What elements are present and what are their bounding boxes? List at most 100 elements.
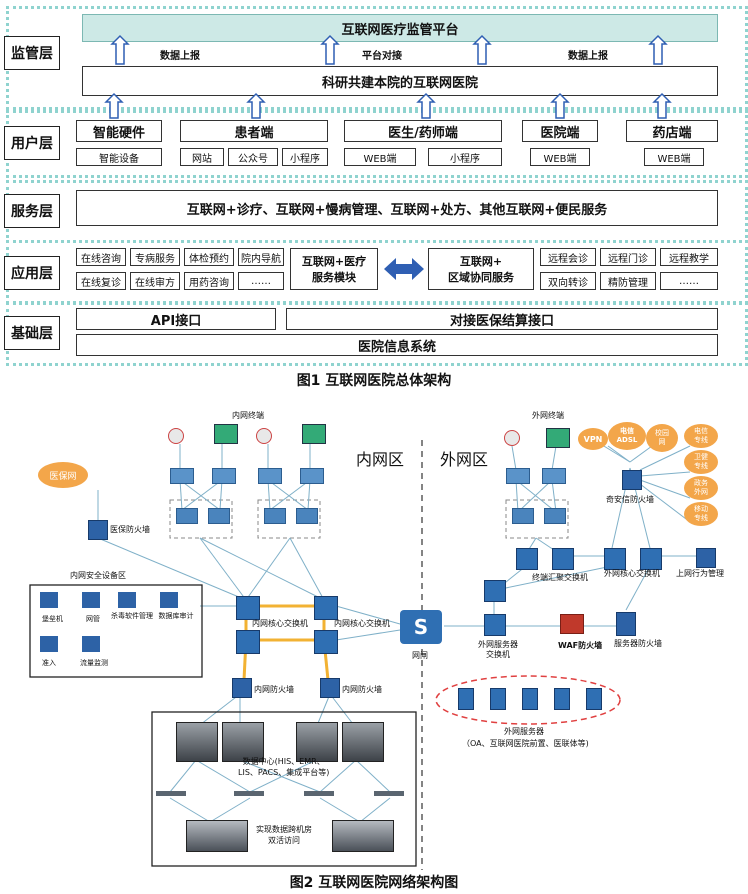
server-rack-icon (222, 722, 264, 762)
agg-switch-icon (296, 508, 318, 524)
user-item: WEB端 (644, 148, 704, 166)
double-arrow-icon (384, 258, 424, 280)
user-item: 公众号 (228, 148, 278, 166)
agg-switch-icon (264, 508, 286, 524)
app-item: 在线复诊 (76, 272, 126, 290)
cloud-health-line: 卫健 专线 (684, 450, 718, 474)
service-box: 互联网+诊疗、互联网+慢病管理、互联网+处方、其他互联网+便民服务 (76, 190, 718, 226)
app-item: …… (238, 272, 284, 290)
server-icon (458, 688, 474, 710)
hospital-box: 科研共建本院的互联网医院 (82, 66, 718, 96)
core-switch-icon (314, 630, 338, 654)
base-his: 医院信息系统 (76, 334, 718, 356)
app-item: 精防管理 (600, 272, 656, 290)
switch-icon (484, 580, 506, 602)
wifi-ap-icon (504, 430, 520, 446)
behavior-mgmt-icon (696, 548, 716, 568)
firewall-icon (622, 470, 642, 490)
server-icon (554, 688, 570, 710)
storage-note: 实现数据跨机房 双活访问 (256, 825, 312, 845)
up-arrows (104, 34, 672, 119)
firewall-icon (88, 520, 108, 540)
app-module-medical: 互联网+医疗 服务模块 (290, 248, 378, 290)
qax-firewall-label: 奇安信防火墙 (606, 495, 654, 504)
traffic-monitor-icon (82, 636, 100, 652)
cloud-gov-net: 政务 外网 (684, 476, 718, 500)
server-icon (522, 688, 538, 710)
outer-server-switch-label: 外网服务器 交换机 (478, 640, 518, 659)
user-item: WEB端 (530, 148, 590, 166)
arrow-label-report-2: 数据上报 (568, 51, 608, 62)
access-switch-icon (506, 468, 530, 484)
app-module-regional: 互联网+ 区域协同服务 (428, 248, 534, 290)
san-switch-icon (156, 791, 186, 796)
agg-switch-icon (544, 508, 566, 524)
core-switch-icon (236, 596, 260, 620)
security-device-label: 流量监测 (80, 659, 108, 667)
gap-device-label: 网闸 (412, 651, 428, 660)
fig2-caption: 图2 互联网医院网络架构图 (289, 875, 459, 891)
pc-terminal-icon (302, 424, 326, 444)
netmgmt-icon (82, 592, 100, 608)
layer-label-application: 应用层 (4, 256, 60, 290)
access-switch-icon (170, 468, 194, 484)
storage-array-icon (332, 820, 394, 852)
app-item: 远程门诊 (600, 248, 656, 266)
mi-firewall-label: 医保防火墙 (110, 525, 150, 534)
app-item: 在线审方 (130, 272, 180, 290)
security-device-label: 堡垒机 (42, 615, 63, 623)
behavior-mgmt-label: 上网行为管理 (676, 569, 724, 578)
firewall-icon (232, 678, 252, 698)
base-api: API接口 (76, 308, 276, 330)
arrow-label-docking: 平台对接 (362, 51, 402, 62)
app-item: 在线咨询 (76, 248, 126, 266)
switch-icon (516, 548, 538, 570)
firewall-icon (320, 678, 340, 698)
outer-core-switch-label: 外网核心交换机 (604, 569, 660, 578)
security-zone-title: 内网安全设备区 (70, 571, 126, 580)
agg-switch-icon (176, 508, 198, 524)
cloud-telecom-line: 电信 专线 (684, 424, 718, 448)
bastion-icon (40, 592, 58, 608)
core-switch-icon (236, 630, 260, 654)
db-audit-icon (160, 592, 178, 608)
switch-icon (604, 548, 626, 570)
outer-servers-label: 外网服务器 (504, 727, 544, 736)
switch-icon (640, 548, 662, 570)
fig1-caption: 图1 互联网医院总体架构 (296, 373, 452, 389)
pc-terminal-icon (214, 424, 238, 444)
cloud-adsl: 电信 ADSL (608, 422, 646, 450)
user-group-hospital: 医院端 (522, 120, 598, 142)
server-rack-icon (176, 722, 218, 762)
zone-outer-label: 外网区 (440, 450, 489, 469)
user-item: 小程序 (428, 148, 502, 166)
layer-label-supervision: 监管层 (4, 36, 60, 70)
app-item: 双向转诊 (540, 272, 596, 290)
inner-terminal-label: 内网终端 (232, 411, 264, 420)
app-item: 专病服务 (130, 248, 180, 266)
access-switch-icon (258, 468, 282, 484)
security-device-label: 数据库审计 (158, 612, 194, 620)
app-item: 体检预约 (184, 248, 234, 266)
outer-terminal-label: 外网终端 (532, 411, 564, 420)
cloud-campus: 校园 网 (646, 424, 678, 452)
switch-icon (552, 548, 574, 570)
user-item: WEB端 (344, 148, 416, 166)
terminal-agg-switch-label: 终端汇聚交换机 (532, 573, 588, 582)
server-rack-icon (342, 722, 384, 762)
cloud-medical-insurance: 医保网 (38, 462, 88, 488)
antivirus-icon (118, 592, 136, 608)
access-switch-icon (300, 468, 324, 484)
agg-switch-icon (512, 508, 534, 524)
server-firewall-label: 服务器防火墙 (614, 639, 662, 648)
waf-label: WAF防火墙 (558, 641, 603, 650)
access-switch-icon (212, 468, 236, 484)
app-item: 用药咨询 (184, 272, 234, 290)
user-item: 智能设备 (76, 148, 162, 166)
layer-label-user: 用户层 (4, 126, 60, 160)
cloud-vpn: VPN (578, 428, 608, 450)
cloud-mobile-line: 移动 专线 (684, 502, 718, 526)
security-device-label: 准入 (42, 659, 56, 667)
datacenter-label: 数据中心(HIS、EMR、 LIS、PACS、集成平台等) (238, 757, 330, 777)
agg-switch-icon (208, 508, 230, 524)
